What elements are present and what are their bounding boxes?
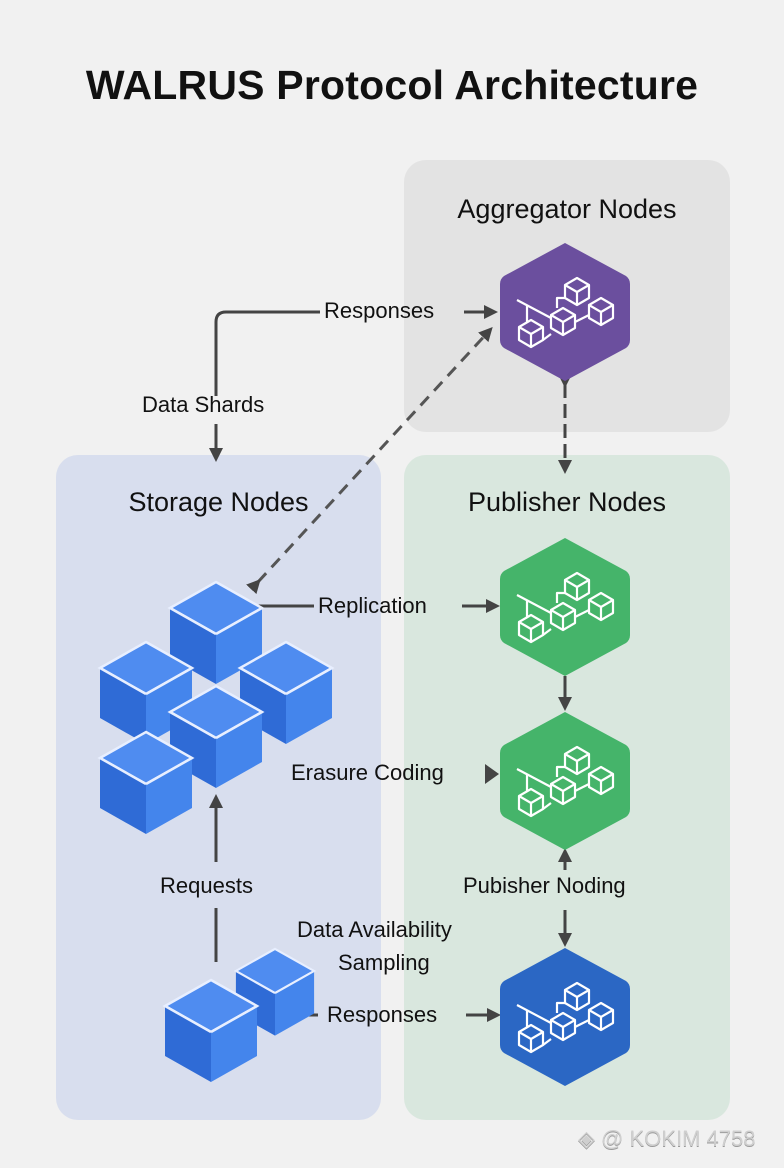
aggregator-nodes-title: Aggregator Nodes [457,194,677,224]
erasure-coding-label: Erasure Coding [291,760,444,785]
publisher-nodes-title: Publisher Nodes [467,487,667,517]
publisher-node-2 [500,712,630,850]
diagram-title: WALRUS Protocol Architecture [85,62,699,108]
responses-top-connector [214,310,320,396]
binance-logo-icon: ◈ [578,1126,595,1151]
publisher-node-3 [500,948,630,1086]
data-shards-label: Data Shards [142,392,265,417]
requests-label: Requests [160,873,253,898]
aggregator-node [500,243,630,381]
pubisher-noding-label: Pubisher Noding [463,873,626,898]
publisher-node-1 [500,538,630,676]
responses-bottom-label: Responses [327,1002,438,1027]
data-availability-label-line2: Sampling [338,950,430,975]
responses-top-label: Responses [324,298,435,323]
watermark: ◈ @ KOKIM 4758 [578,1126,755,1152]
data-availability-label-line1: Data Availability [297,917,452,942]
replication-label: Replication [318,593,427,618]
erasure-coding-arrowhead [485,764,499,784]
watermark-text: @ KOKIM 4758 [601,1126,756,1151]
storage-aggregator-dashed-arrow [246,327,493,595]
